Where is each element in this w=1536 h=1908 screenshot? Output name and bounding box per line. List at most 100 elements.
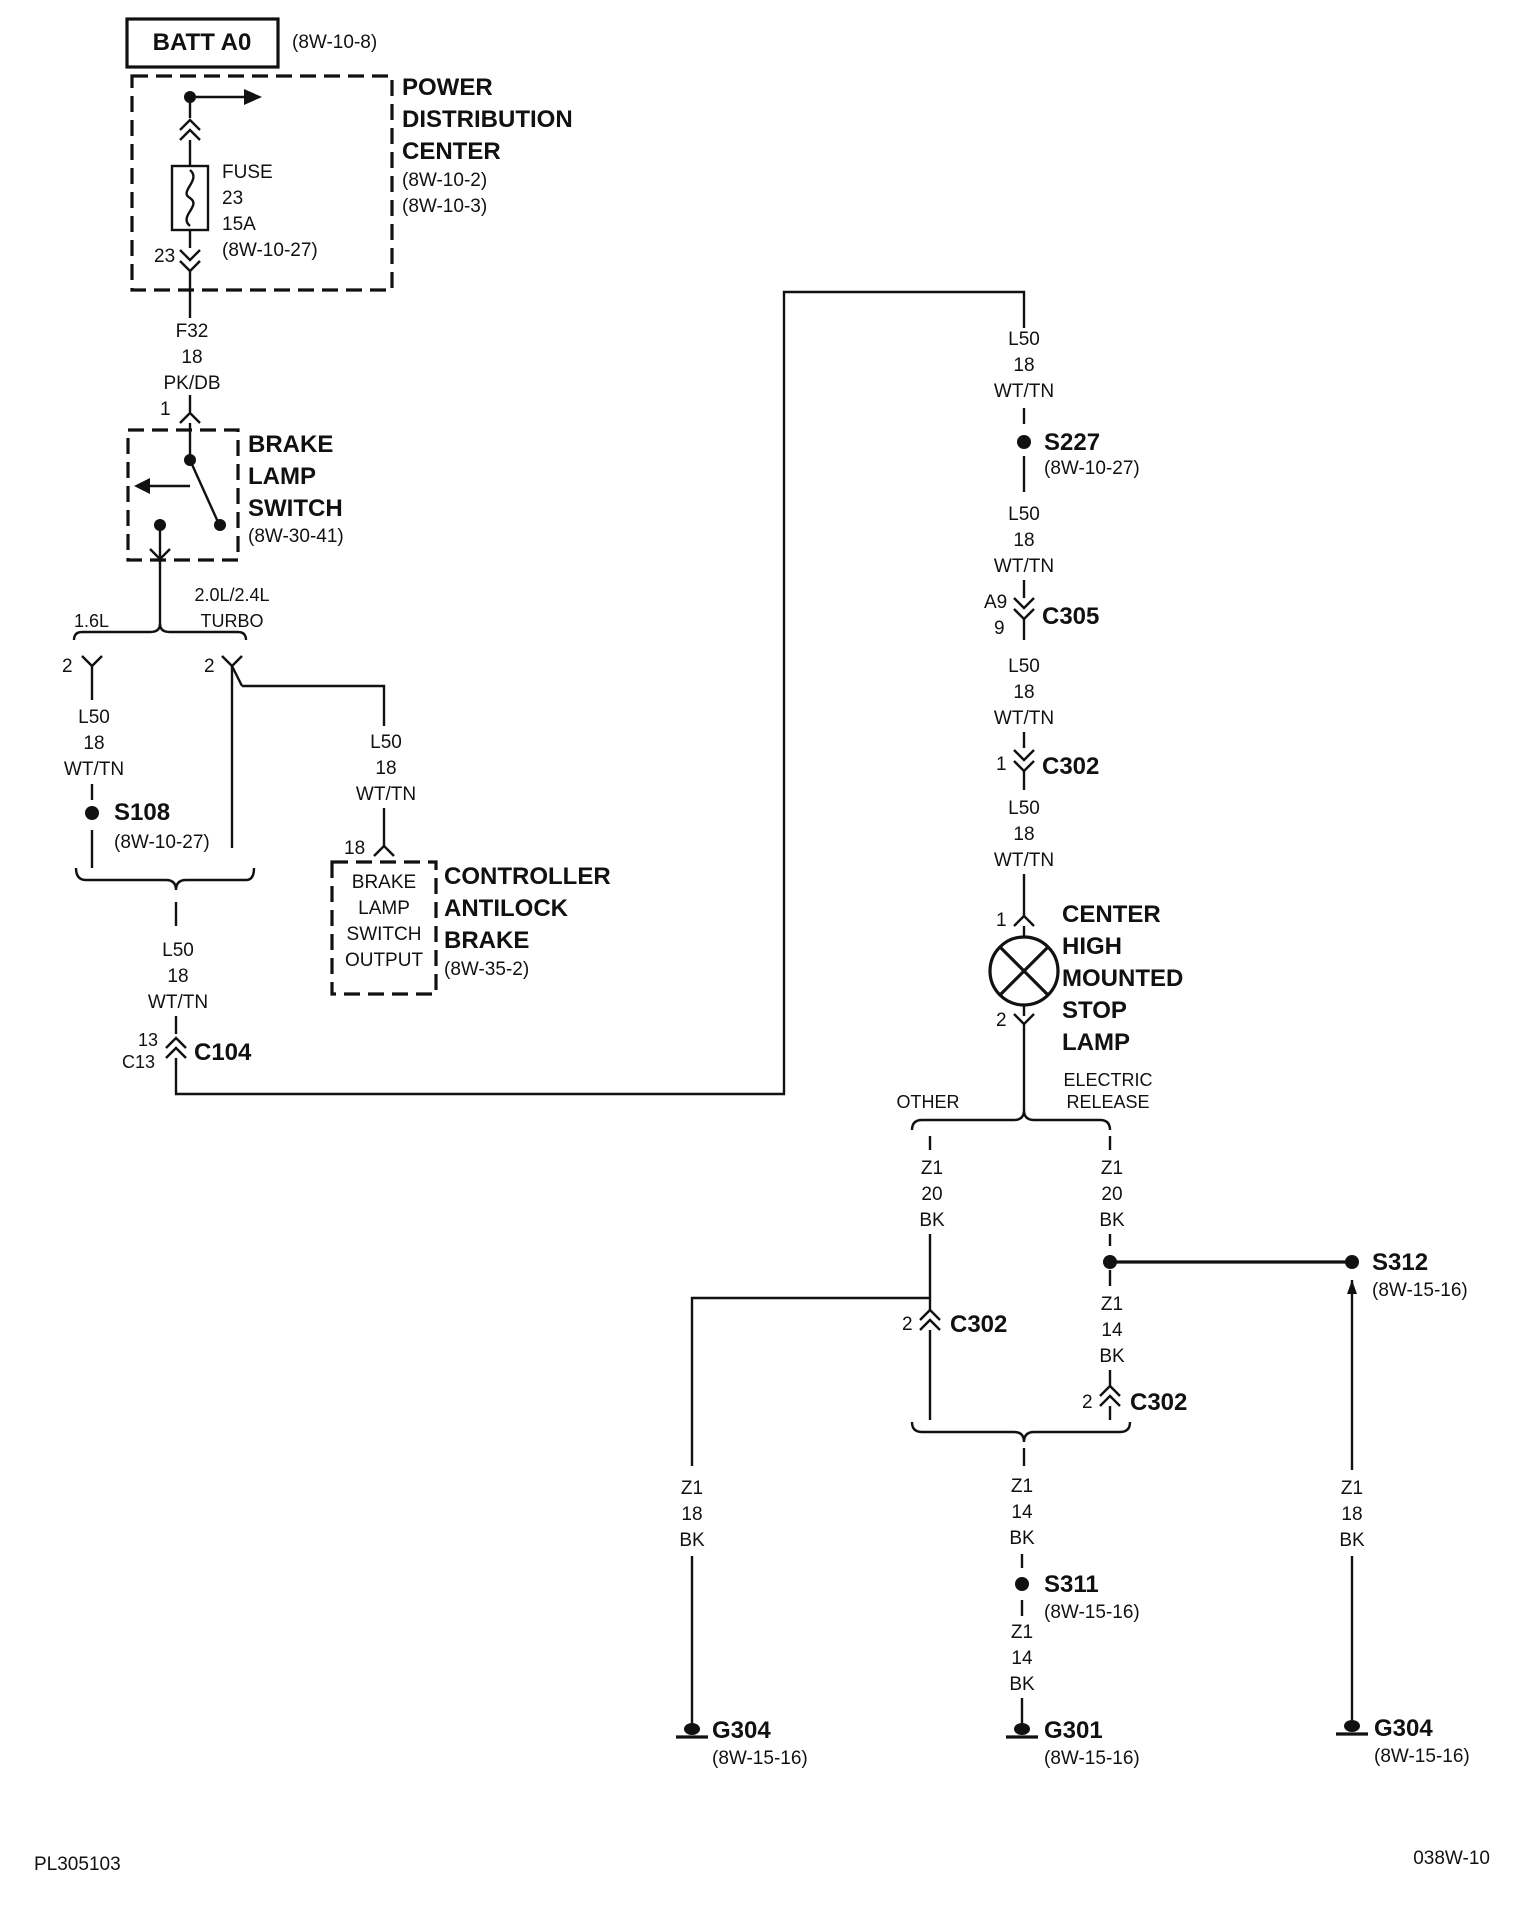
c104-pin-2: C13 bbox=[122, 1052, 155, 1072]
splice-s311-label: S311 bbox=[1044, 1571, 1099, 1598]
c302-top-connector-icon-2 bbox=[1013, 760, 1035, 773]
c302-left-connector-icon bbox=[919, 1308, 941, 1321]
crossover-wire bbox=[174, 290, 1026, 1096]
abs-inner-1: BRAKE bbox=[352, 872, 416, 893]
branch-top-left-label: 1.6L bbox=[74, 611, 109, 631]
splice-s108-label: S108 bbox=[114, 799, 170, 826]
branch-top-right-label-1: 2.0L/2.4L bbox=[194, 585, 269, 605]
splice-s227-ref: (8W-10-27) bbox=[1044, 458, 1140, 479]
g304-left-feed-wire bbox=[690, 1296, 930, 1466]
brake-switch-output-connector-icon bbox=[149, 548, 171, 561]
center-wire-a-gauge: 14 bbox=[1011, 1502, 1033, 1523]
other-wire-code: Z1 bbox=[921, 1158, 943, 1179]
brake-switch-blade bbox=[188, 459, 220, 523]
splice-s108-ref: (8W-10-27) bbox=[114, 832, 210, 853]
left-leg-connector-icon bbox=[81, 655, 103, 668]
controller-antilock-brake-box bbox=[330, 860, 438, 996]
splice-s227-dot bbox=[1017, 435, 1031, 449]
elec-14-wire-color: BK bbox=[1099, 1346, 1125, 1367]
s312-arrow-icon bbox=[1347, 1280, 1357, 1294]
splice-s312-label: S312 bbox=[1372, 1249, 1428, 1276]
pdc-title-3: CENTER bbox=[402, 138, 501, 165]
g304-left-wire-color: BK bbox=[679, 1530, 705, 1551]
right-leg-pin: 2 bbox=[204, 656, 215, 677]
branch-bottom-right-label-2: RELEASE bbox=[1066, 1092, 1149, 1112]
other-wire-color: BK bbox=[919, 1210, 945, 1231]
wire-f32-color: PK/DB bbox=[163, 373, 220, 394]
pdc-bottom-connector-icon-2 bbox=[179, 260, 201, 273]
right-top-wire-gauge: 18 bbox=[1013, 355, 1034, 376]
footer-left-code: PL305103 bbox=[34, 1854, 121, 1875]
right-top-wire-color: WT/TN bbox=[994, 381, 1054, 402]
abs-title-3: BRAKE bbox=[444, 927, 529, 954]
branch-bottom-left-label: OTHER bbox=[897, 1092, 960, 1112]
batt-a0-box bbox=[125, 17, 280, 69]
g304-left-label: G304 bbox=[712, 1717, 771, 1744]
c305-label: C305 bbox=[1042, 603, 1099, 630]
s227-c305-wire-color: WT/TN bbox=[994, 556, 1054, 577]
pdc-title-2: DISTRIBUTION bbox=[402, 106, 573, 133]
pdc-ref-1: (8W-10-2) bbox=[402, 170, 487, 191]
elec-wire-code: Z1 bbox=[1101, 1158, 1123, 1179]
center-wire-a-color: BK bbox=[1009, 1528, 1035, 1549]
footer-right-code: 038W-10 bbox=[1413, 1848, 1490, 1869]
splice-s227-label: S227 bbox=[1044, 429, 1100, 456]
abs-pin: 18 bbox=[344, 838, 365, 859]
g304-left-wire-code: Z1 bbox=[681, 1478, 703, 1499]
g304-right-ground-icon bbox=[1344, 1720, 1360, 1732]
chmsl-title-5: LAMP bbox=[1062, 1029, 1130, 1056]
s227-c305-wire-code: L50 bbox=[1008, 504, 1040, 525]
splice-s312-ref: (8W-15-16) bbox=[1372, 1280, 1468, 1301]
c302-left-label: C302 bbox=[950, 1311, 1007, 1338]
other-wire-gauge: 20 bbox=[921, 1184, 942, 1205]
c302-right-connector-icon bbox=[1099, 1384, 1121, 1397]
abs-connector-icon bbox=[373, 844, 395, 857]
pdc-bottom-connector-icon bbox=[179, 249, 201, 262]
c305-pin-2: 9 bbox=[994, 618, 1005, 639]
g301-ground-icon bbox=[1014, 1723, 1030, 1735]
c104-connector-icon-2 bbox=[165, 1046, 187, 1059]
c104-wire-color: WT/TN bbox=[148, 992, 208, 1013]
abs-wire-gauge: 18 bbox=[375, 758, 396, 779]
c305-connector-icon bbox=[1013, 597, 1035, 610]
abs-title-1: CONTROLLER bbox=[444, 863, 611, 890]
power-distribution-center-box bbox=[130, 74, 394, 292]
chmsl-pin-bottom: 2 bbox=[996, 1010, 1007, 1031]
g301-label: G301 bbox=[1044, 1717, 1103, 1744]
branch-bottom-merge-brace bbox=[910, 1421, 1132, 1443]
branch-bottom-right-label-1: ELECTRIC bbox=[1063, 1070, 1152, 1090]
c302-right-connector-icon-2 bbox=[1099, 1394, 1121, 1407]
fuse-ref: (8W-10-27) bbox=[222, 240, 318, 261]
c302-right-pin: 2 bbox=[1082, 1392, 1093, 1413]
g304-left-wire-gauge: 18 bbox=[681, 1504, 702, 1525]
left-leg-pin: 2 bbox=[62, 656, 73, 677]
c104-wire-gauge: 18 bbox=[167, 966, 188, 987]
center-wire-b-code: Z1 bbox=[1011, 1622, 1033, 1643]
g304-right-wire-color: BK bbox=[1339, 1530, 1365, 1551]
batt-a0-label: BATT A0 bbox=[153, 29, 252, 56]
c302-top-connector-icon bbox=[1013, 749, 1035, 762]
c104-label: C104 bbox=[194, 1039, 252, 1066]
c302-lamp-wire-code: L50 bbox=[1008, 798, 1040, 819]
c305-c302-wire-code: L50 bbox=[1008, 656, 1040, 677]
abs-title-2: ANTILOCK bbox=[444, 895, 569, 922]
s227-c305-wire-gauge: 18 bbox=[1013, 530, 1034, 551]
chmsl-pin-top: 1 bbox=[996, 910, 1007, 931]
c305-pin-1: A9 bbox=[984, 592, 1007, 613]
splice-s108-dot bbox=[85, 806, 99, 820]
g304-right-wire-gauge: 18 bbox=[1341, 1504, 1362, 1525]
fuse-rating: 15A bbox=[222, 214, 256, 235]
elec-14-wire-code: Z1 bbox=[1101, 1294, 1123, 1315]
g301-ref: (8W-15-16) bbox=[1044, 1748, 1140, 1769]
abs-inner-2: LAMP bbox=[358, 898, 410, 919]
right-leg-connector-icon bbox=[221, 655, 243, 668]
c104-wire-code: L50 bbox=[162, 940, 194, 961]
pdc-top-connector-icon bbox=[179, 118, 201, 131]
batt-a0-ref: (8W-10-8) bbox=[292, 32, 377, 53]
brake-switch-arrow-icon bbox=[134, 478, 150, 494]
elec-14-wire-gauge: 14 bbox=[1101, 1320, 1123, 1341]
abs-wire-code: L50 bbox=[370, 732, 402, 753]
abs-feed-wire bbox=[242, 684, 386, 726]
c305-connector-icon-2 bbox=[1013, 608, 1035, 621]
